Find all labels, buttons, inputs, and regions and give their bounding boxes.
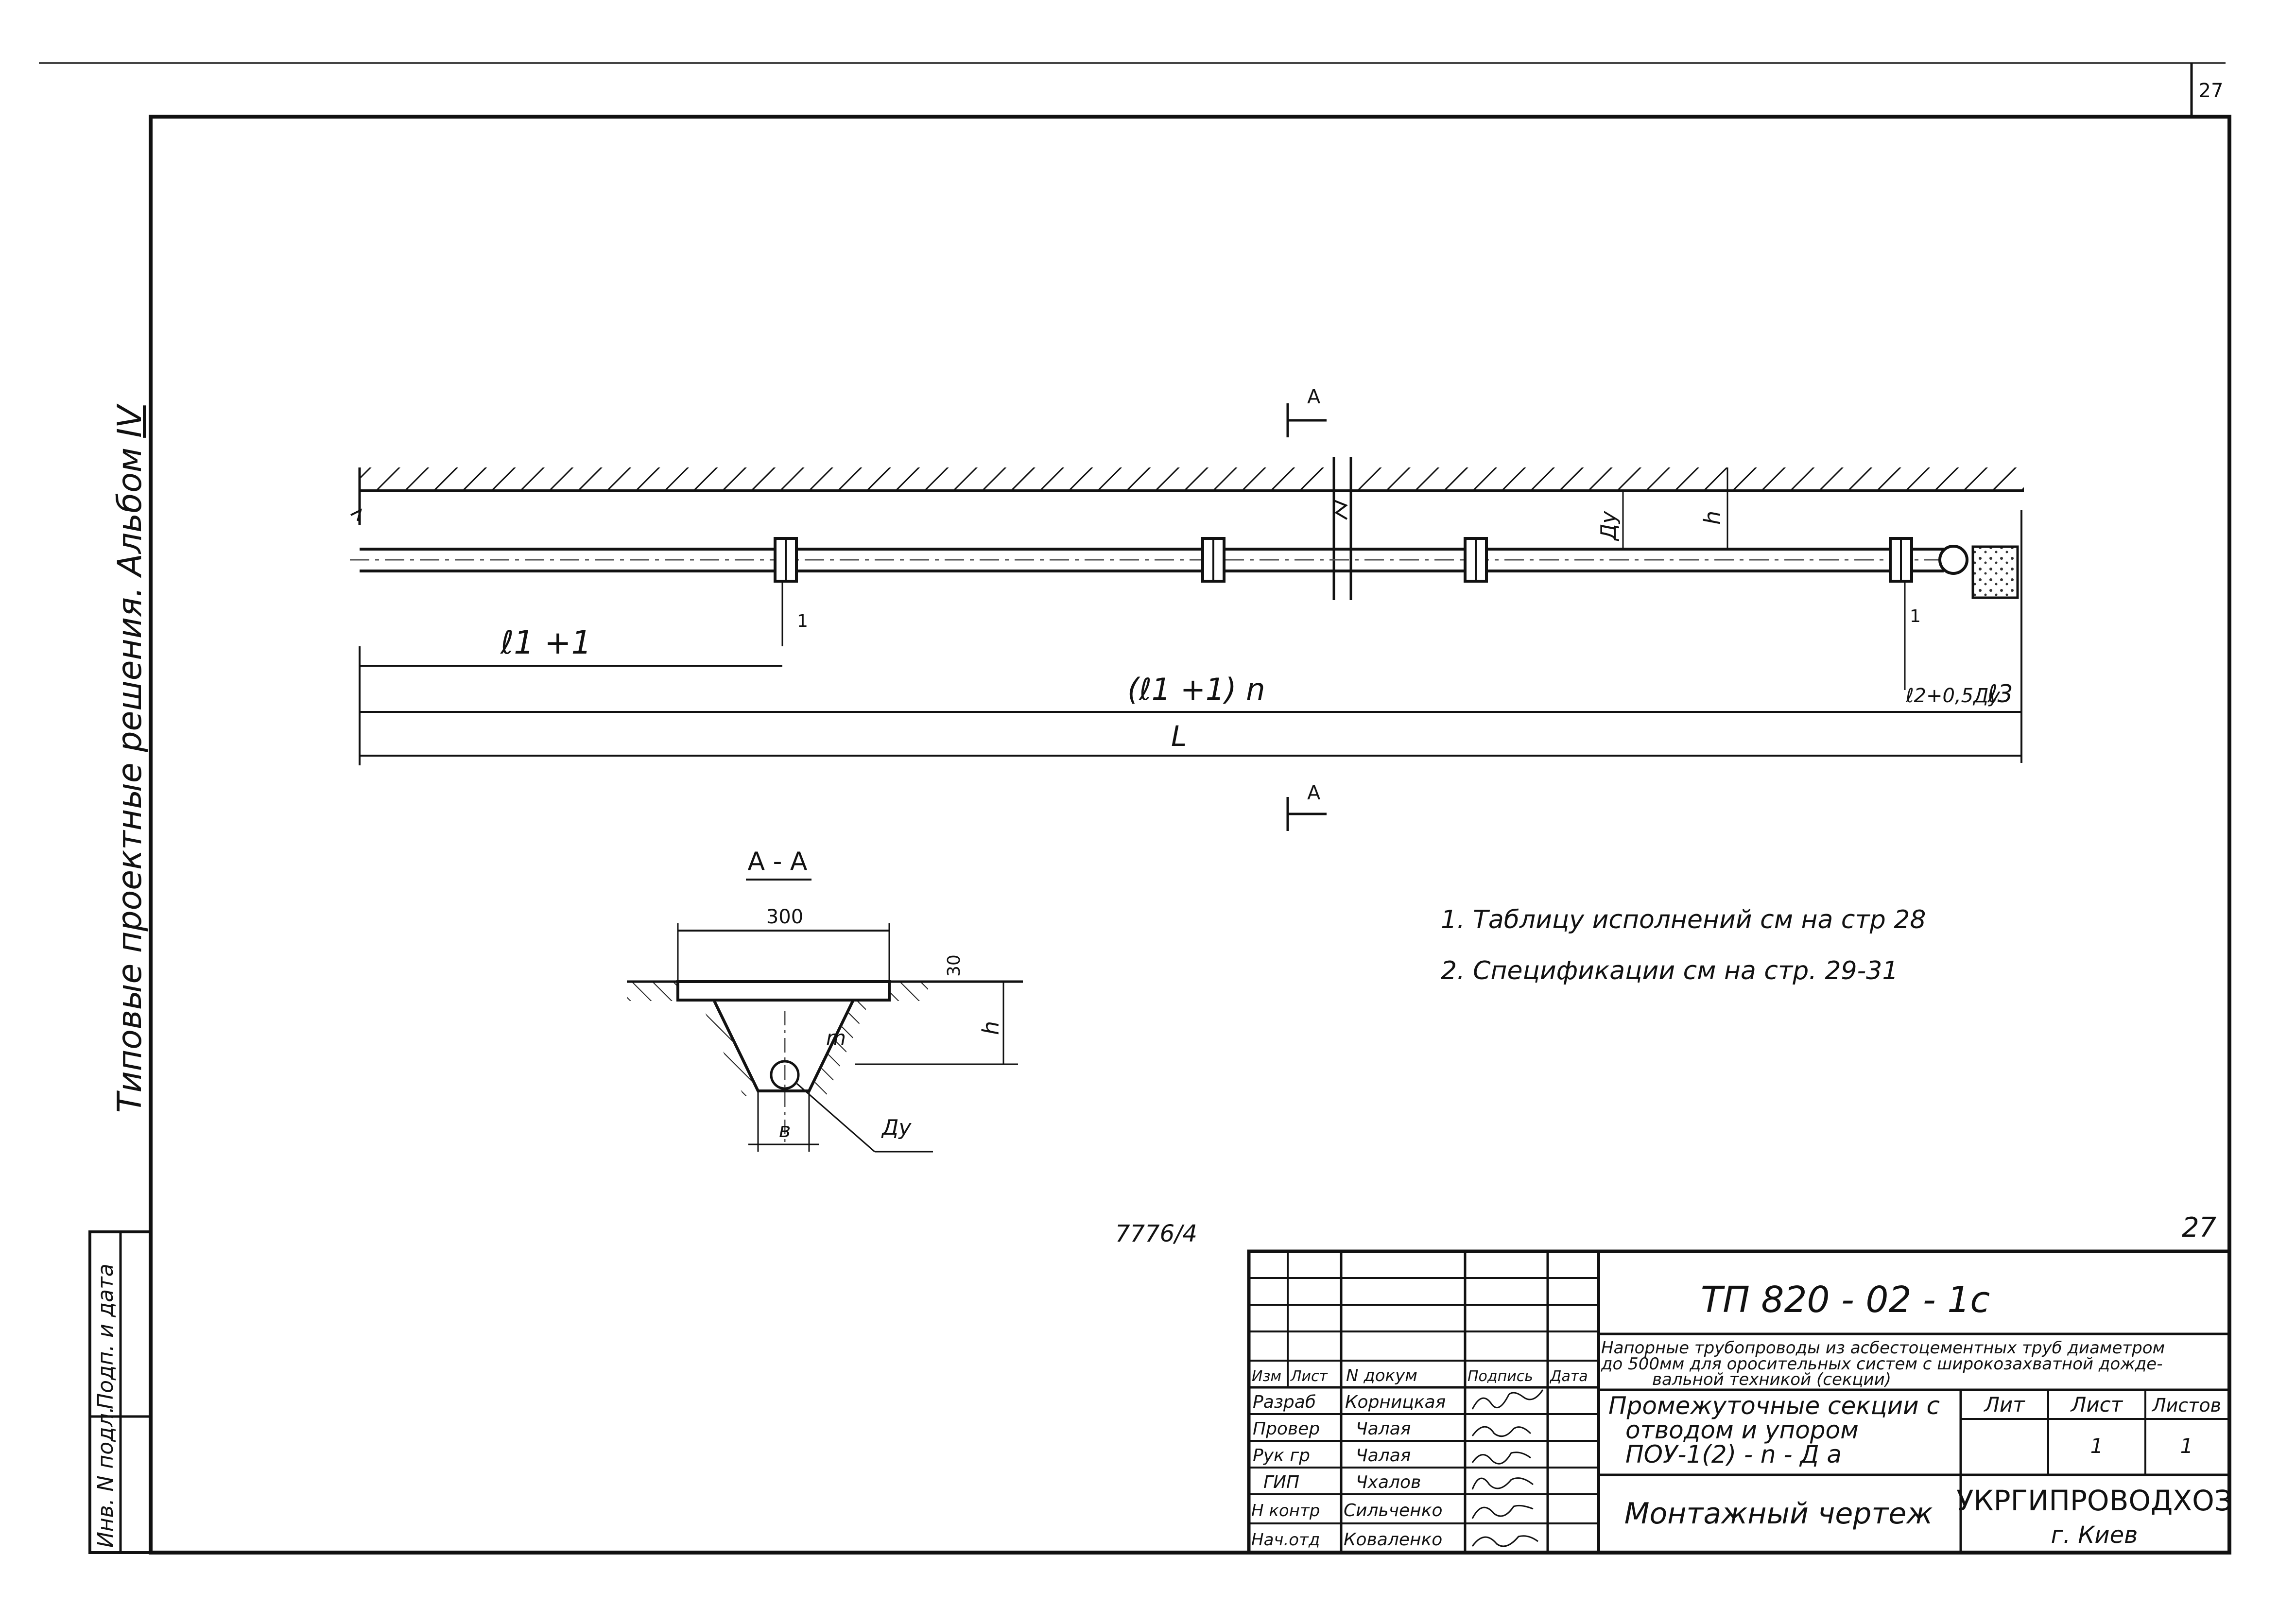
slab xyxy=(676,980,891,1002)
left-strip: Подп. и дата Инв. N подл. xyxy=(88,1230,152,1554)
header-sign: Подпись xyxy=(1467,1368,1533,1385)
organization: УКРГИПРОВОДХОЗ xyxy=(1956,1484,2232,1517)
note-1: 1. Таблицу исполнений см на стр 28 xyxy=(1441,905,1926,934)
thrust-block xyxy=(1971,545,2019,599)
album-label: Типовые проектные решения. АльбомIV xyxy=(111,403,149,1113)
ground-hatch-left xyxy=(360,467,1329,491)
svg-text:А: А xyxy=(1307,386,1321,408)
section-bottom: в xyxy=(779,1118,791,1142)
section-width: 300 xyxy=(766,906,803,928)
section-mark-bottom: А xyxy=(1286,782,1327,831)
sheet-label: Лист xyxy=(2070,1393,2123,1417)
header-doc: N докум xyxy=(1346,1366,1417,1385)
signature-date-label: Подп. и дата xyxy=(93,1263,118,1409)
dim-end-a: ℓ2+0,5Ду xyxy=(1905,685,2001,707)
lit-label: Лит xyxy=(1983,1393,2025,1417)
dim-total: L xyxy=(1171,720,1187,753)
role-name: Чхалов xyxy=(1356,1472,1421,1492)
sheet-value: 1 xyxy=(2090,1434,2104,1458)
dim-first: ℓ1 +1 xyxy=(500,624,592,661)
handwritten-page-mark: 27 xyxy=(2182,1212,2217,1244)
drawing-type: Монтажный чертеж xyxy=(1624,1497,1933,1531)
header-izm: Изм xyxy=(1252,1368,1281,1385)
role-label: Провер xyxy=(1253,1419,1320,1439)
coupling xyxy=(1201,537,1226,583)
section-diameter: Ду xyxy=(881,1115,912,1140)
coupling xyxy=(1889,537,1913,690)
description-line: вальной техникой (секции) xyxy=(1652,1370,1891,1389)
role-label: Нач.отд xyxy=(1251,1530,1320,1550)
page-number: 27 xyxy=(2199,80,2224,102)
city: г. Киев xyxy=(2051,1521,2138,1549)
role-label: Н контр xyxy=(1251,1501,1320,1521)
coupling xyxy=(1464,537,1488,583)
header-list: Лист xyxy=(1290,1368,1329,1385)
section-depth: h xyxy=(978,1021,1004,1035)
item-title: отводом и упором xyxy=(1625,1416,1859,1444)
section-slope: m xyxy=(826,1026,846,1050)
item-title: Промежуточные секции с xyxy=(1608,1392,1940,1420)
role-name: Чалая xyxy=(1356,1419,1411,1439)
role-name: Чалая xyxy=(1356,1446,1411,1466)
elbow xyxy=(1938,545,1968,575)
depth-label: h xyxy=(1699,511,1726,525)
item-title: ПОУ-1(2) - n - Д а xyxy=(1625,1440,1842,1469)
dim-mid: (ℓ1 +1) n xyxy=(1127,672,1265,707)
role-name: Коваленко xyxy=(1344,1530,1442,1550)
role-label: ГИП xyxy=(1263,1472,1299,1492)
description-line: до 500мм для оросительных систем с широк… xyxy=(1601,1354,2162,1374)
ground-hatch-right xyxy=(1353,467,2024,491)
role-label: Рук гр xyxy=(1253,1446,1310,1466)
sheets-label: Листов xyxy=(2151,1395,2221,1416)
cross-section: А - А 300 m h 30 в Ду xyxy=(627,847,1023,1153)
description-line: Напорные трубопроводы из асбестоцементны… xyxy=(1601,1338,2165,1358)
joint-gap-label: 1 xyxy=(797,611,808,631)
plan-view: Ду h 1 1 ℓ1 +1 (ℓ1 +1) n ℓ2+0,5Ду ℓ3 L А… xyxy=(350,386,2024,831)
document-code: ТП 820 - 02 - 1с xyxy=(1701,1279,1990,1321)
inventory-number-label: Инв. N подл. xyxy=(93,1406,118,1548)
diameter-label: Ду xyxy=(1596,511,1621,541)
section-mark-top: А xyxy=(1286,386,1327,437)
stamp-code: 7776/4 xyxy=(1115,1220,1197,1247)
coupling xyxy=(774,537,798,646)
dim-end-b: ℓ3 xyxy=(1987,680,2013,708)
role-name: Корницкая xyxy=(1345,1392,1446,1412)
title-block xyxy=(1247,1249,2231,1555)
svg-text:А: А xyxy=(1307,782,1321,804)
joint-gap-label: 1 xyxy=(1910,606,1921,626)
role-label: Разраб xyxy=(1253,1392,1316,1412)
sheet-frame xyxy=(149,115,2231,1555)
title-block-text: ТП 820 - 02 - 1с Напорные трубопроводы и… xyxy=(1251,1279,2232,1550)
sheets-value: 1 xyxy=(2180,1434,2193,1458)
section-title: А - А xyxy=(748,847,808,876)
header-date: Дата xyxy=(1549,1368,1588,1385)
role-name: Сильченко xyxy=(1344,1501,1442,1521)
signature xyxy=(1471,1389,1544,1547)
notes: 1. Таблицу исполнений см на стр 28 2. Сп… xyxy=(1441,905,1926,985)
note-2: 2. Спецификации см на стр. 29-31 xyxy=(1441,956,1898,985)
section-top-offset: 30 xyxy=(944,954,964,977)
